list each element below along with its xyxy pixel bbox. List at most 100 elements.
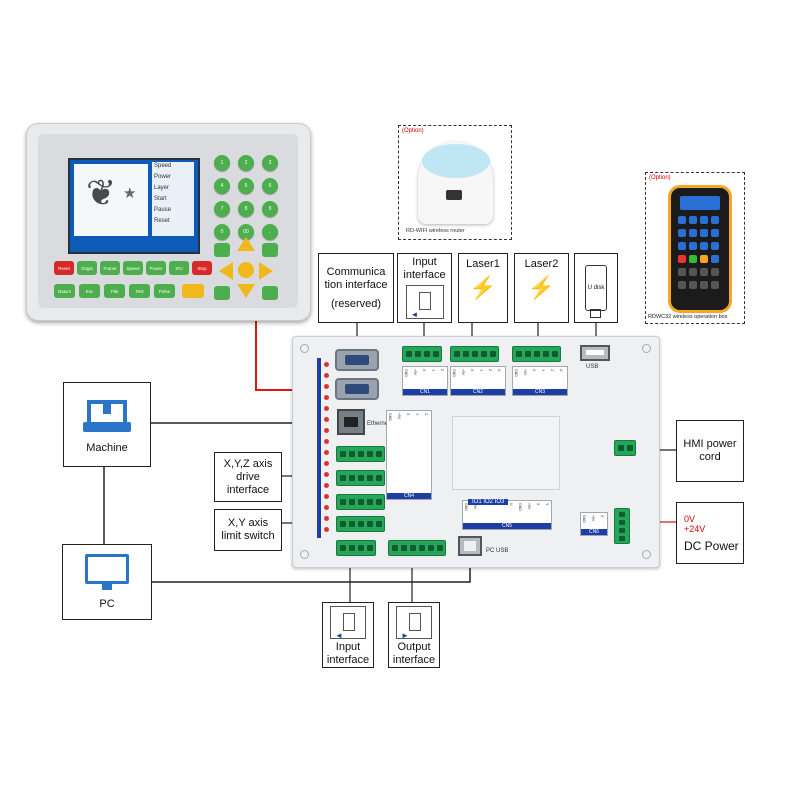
function-key[interactable]: Pulse (154, 284, 175, 298)
arrow-left-key[interactable] (219, 262, 233, 280)
numpad-key[interactable]: 6 (262, 178, 278, 194)
nav-side-key[interactable] (262, 286, 278, 300)
function-key[interactable]: Z/U (169, 261, 189, 275)
handheld-key[interactable] (711, 281, 719, 289)
handheld-key[interactable] (678, 229, 686, 237)
terminal-screw (376, 451, 382, 457)
terminal-screw (415, 351, 421, 357)
handheld-key[interactable] (689, 229, 697, 237)
laser1-box: Laser1 ⚡ (458, 253, 508, 323)
pc-label: PC (99, 597, 115, 610)
laser2-box: Laser2 ⚡ (514, 253, 569, 323)
terminal-block (614, 508, 630, 544)
laser2-label: Laser2 (524, 258, 559, 270)
terminal-screw (419, 545, 425, 551)
screen-menu-0: Speed (154, 163, 172, 169)
numpad-key[interactable]: 00 (238, 224, 254, 240)
function-key[interactable]: Power (146, 261, 166, 275)
function-key[interactable]: File (104, 284, 125, 298)
function-key[interactable]: Test (129, 284, 150, 298)
pin-label: GND (518, 503, 522, 511)
function-key[interactable]: Esc (79, 284, 100, 298)
handheld-key[interactable] (689, 268, 697, 276)
handheld-key[interactable] (678, 255, 686, 263)
handheld-key[interactable] (700, 281, 708, 289)
screen-leaf-drawing: ❦ (86, 172, 117, 213)
terminal-screw (376, 521, 382, 527)
handheld-key[interactable] (700, 229, 708, 237)
handheld-key[interactable] (678, 268, 686, 276)
terminal-screw (472, 351, 478, 357)
hmi-power-box: HMI power cord (676, 420, 744, 482)
terminal-block (512, 346, 561, 362)
handheld-key[interactable] (711, 242, 719, 250)
terminal-screw (454, 351, 460, 357)
router-usb-port (446, 190, 462, 200)
handheld-key[interactable] (689, 242, 697, 250)
function-key[interactable]: Datum (54, 284, 75, 298)
terminal-screw (552, 351, 558, 357)
handheld-key[interactable] (711, 229, 719, 237)
numpad-key[interactable]: . (262, 224, 278, 240)
nav-side-key[interactable] (214, 243, 230, 257)
pin-label: +5V (413, 369, 417, 376)
ethernet-label: Ethernet (367, 421, 390, 427)
status-led (324, 505, 329, 510)
numpad-key[interactable]: 5 (238, 178, 254, 194)
terminal-screw (367, 451, 373, 457)
function-key[interactable]: Speed (123, 261, 143, 275)
handheld-key[interactable] (678, 216, 686, 224)
terminal-block (336, 494, 385, 510)
function-key[interactable]: Origin (77, 261, 97, 275)
handheld-key[interactable] (678, 242, 686, 250)
handheld-key[interactable] (711, 268, 719, 276)
pc-usb-label: PC USB (486, 548, 509, 554)
router-option-tag: (Option) (402, 128, 424, 134)
xyz-drive-box: X,Y,Z axis drive interface (214, 452, 282, 502)
handheld-key[interactable] (700, 242, 708, 250)
function-key[interactable]: Stop (192, 261, 212, 275)
comm-line-2: tion interface (324, 278, 388, 291)
xy-line-2: limit switch (221, 530, 275, 542)
handheld-key[interactable] (700, 255, 708, 263)
terminal-screw (619, 536, 625, 541)
pin-group-label: CN4 (387, 493, 431, 499)
function-key[interactable]: Frame (100, 261, 120, 275)
enter-center-key[interactable] (238, 262, 254, 278)
monitor-icon (85, 553, 129, 590)
handheld-key[interactable] (700, 216, 708, 224)
numpad-key[interactable]: 4 (214, 178, 230, 194)
arrow-down-key[interactable] (237, 284, 255, 298)
router-top (422, 144, 490, 178)
function-key[interactable]: Reset (54, 261, 74, 275)
numpad-key[interactable]: 1 (214, 155, 230, 171)
terminal-screw (340, 475, 346, 481)
status-led (324, 373, 329, 378)
handheld-key[interactable] (711, 216, 719, 224)
terminal-screw (619, 528, 625, 533)
pin-label: Z (440, 369, 444, 372)
numpad-key[interactable]: 7 (214, 201, 230, 217)
numpad-key[interactable]: 9 (262, 201, 278, 217)
laser1-label: Laser1 (466, 258, 500, 270)
numpad-key[interactable]: 8 (238, 201, 254, 217)
nav-side-key[interactable] (262, 243, 278, 257)
handheld-key[interactable] (689, 255, 697, 263)
numpad-key[interactable]: 3 (262, 155, 278, 171)
pin-label: X (532, 369, 536, 372)
start-pause-key[interactable] (182, 284, 204, 298)
numpad-key[interactable]: 2 (238, 155, 254, 171)
terminal-screw (340, 499, 346, 505)
handheld-key[interactable] (689, 216, 697, 224)
handheld-key[interactable] (678, 281, 686, 289)
arrow-right-key[interactable] (259, 262, 273, 280)
numpad-key[interactable]: 0 (214, 224, 230, 240)
terminal-screw (358, 499, 364, 505)
arrow-up-key[interactable] (237, 237, 255, 251)
status-led (324, 406, 329, 411)
handheld-key[interactable] (689, 281, 697, 289)
screen-menu-5: Reset (154, 218, 170, 224)
handheld-key[interactable] (711, 255, 719, 263)
handheld-key[interactable] (700, 268, 708, 276)
nav-side-key[interactable] (214, 286, 230, 300)
